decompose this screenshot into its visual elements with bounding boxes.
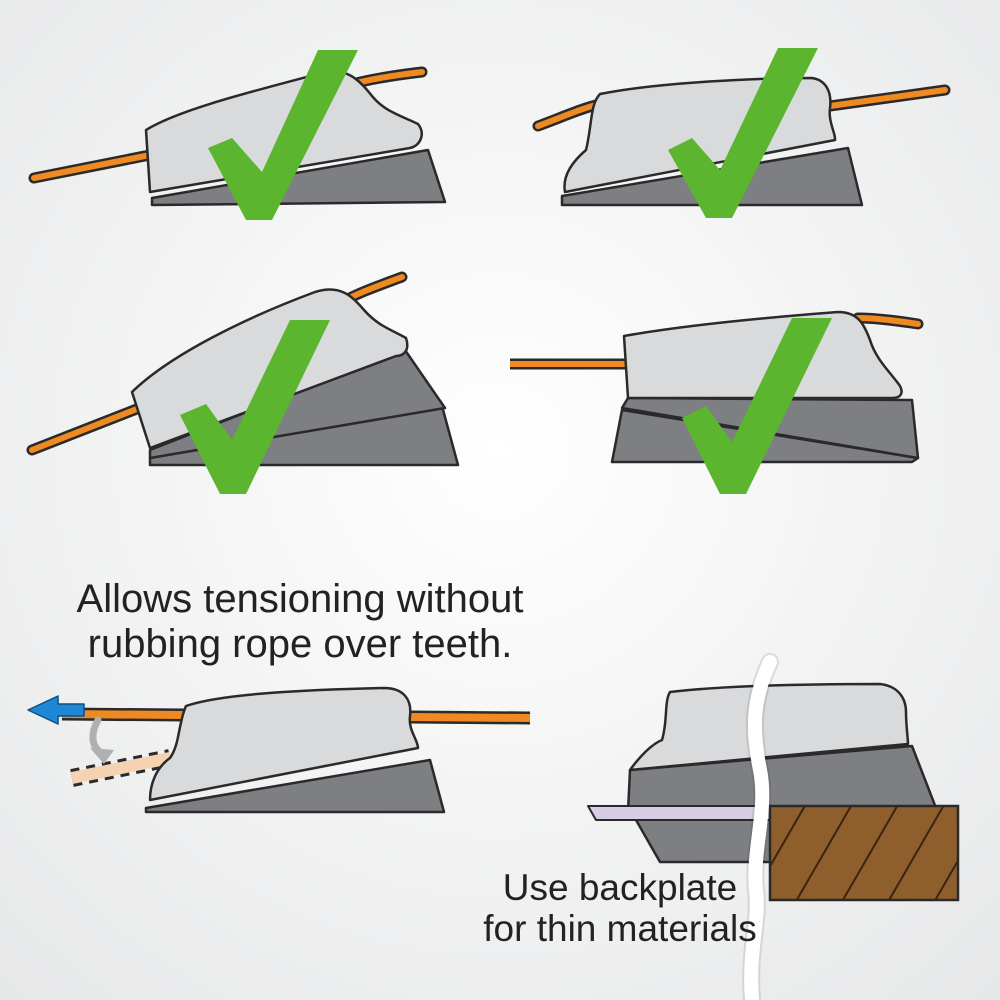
panel-backplate <box>587 653 960 1000</box>
panel-double-wedge-right <box>510 310 924 494</box>
caption-backplate-line-1: Use backplate <box>502 867 738 908</box>
arrow-left-icon <box>27 695 85 725</box>
wood-block <box>768 804 960 902</box>
check-icon <box>180 320 330 494</box>
check-icon <box>682 318 832 494</box>
rope-lifted-dashed <box>70 752 172 784</box>
wedge <box>144 758 446 814</box>
section-break-line <box>744 655 777 1000</box>
panel-double-wedge-left <box>26 271 460 494</box>
caption-tensioning: Allows tensioning without rubbing rope o… <box>30 577 570 667</box>
cleat-body <box>622 310 903 400</box>
panel-single-wedge-left <box>28 50 447 220</box>
curved-arrow-head <box>90 748 114 764</box>
cleat-body <box>628 682 910 772</box>
caption-backplate-line-2: for thin materials <box>483 908 757 950</box>
caption-tensioning-line-1: Allows tensioning without <box>76 577 524 621</box>
thin-panel <box>587 805 771 821</box>
panel-single-wedge-right <box>532 48 951 218</box>
cleat-body <box>148 686 420 802</box>
check-icon <box>208 50 358 220</box>
rope <box>855 315 921 327</box>
wedge <box>150 148 447 207</box>
rope <box>827 87 948 109</box>
caption-backplate: Use backplate for thin materials <box>430 867 810 950</box>
panel-tensioning <box>27 686 531 814</box>
caption-tensioning-line-2: rubbing rope over teeth. <box>87 621 513 666</box>
check-icon <box>668 48 818 218</box>
